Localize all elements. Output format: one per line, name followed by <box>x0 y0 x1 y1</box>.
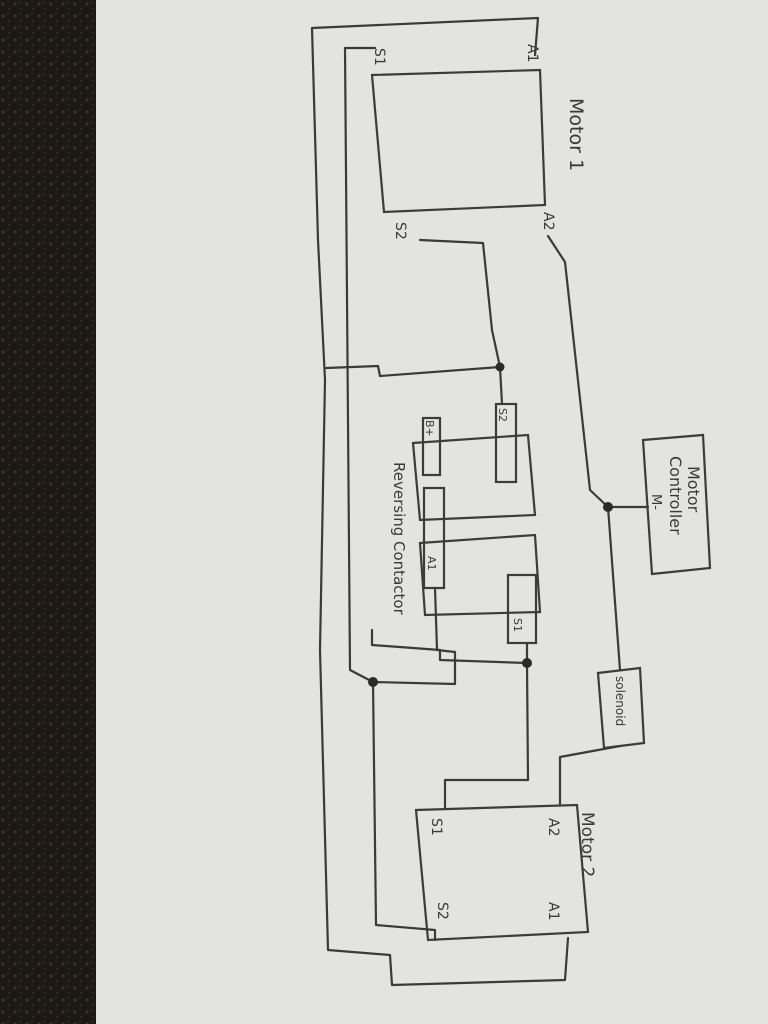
controller-m-minus-label: M- <box>648 494 663 510</box>
motor2-a2-label: A2 <box>545 818 561 836</box>
motor1-a1-label: A1 <box>524 44 540 62</box>
countertop-background <box>0 0 96 1024</box>
motor2-box <box>414 803 590 942</box>
motor2-a1-label: A1 <box>545 902 561 920</box>
contactor-box-upper <box>411 433 537 522</box>
wire-to-solenoid <box>606 505 622 672</box>
wire-motor1-s1 <box>343 46 377 684</box>
motor1-box <box>370 68 547 214</box>
motor1-a2-label: A2 <box>540 212 556 230</box>
contactor-a1-label: A1 <box>425 556 438 571</box>
wire-s2-junction-loop <box>324 364 502 378</box>
controller-title-line1: Motor <box>684 466 703 513</box>
motor2-s2-label: S2 <box>434 902 450 920</box>
contactor-bplus-label: B+ <box>423 420 436 437</box>
wire-motor1-a1-to-motor2-a1 <box>310 16 570 987</box>
solenoid-box <box>596 666 646 750</box>
contactor-title: Reversing Contactor <box>390 462 408 616</box>
motor1-title: Motor 1 <box>565 98 587 171</box>
wire-contactor-a1 <box>371 586 457 686</box>
controller-title-line2: Controller <box>666 456 685 535</box>
contactor-s2-terminal <box>494 402 518 484</box>
paper-sheet <box>96 0 768 1024</box>
wire-motor1-s2 <box>418 238 504 406</box>
contactor-s1-terminal <box>506 573 538 645</box>
motor2-s1-label: S1 <box>428 818 444 836</box>
motor2-title: Motor 2 <box>577 812 597 877</box>
wire-contactor-s1-to-motor2-s1 <box>443 641 530 810</box>
motor1-s2-label: S2 <box>392 222 408 240</box>
motor1-s1-label: S1 <box>371 48 387 66</box>
contactor-s1-label: S1 <box>511 618 524 632</box>
contactor-s2-label: S2 <box>496 408 509 422</box>
contactor-bplus-terminal <box>421 416 442 477</box>
solenoid-label: solenoid <box>613 676 627 726</box>
junction-dot <box>368 677 378 687</box>
motor-controller-box <box>641 433 712 576</box>
junction-dot <box>603 502 613 512</box>
wire-to-motor2-s2 <box>371 680 437 942</box>
contactor-box-lower <box>418 533 542 617</box>
wire-solenoid-to-motor2-a2 <box>558 744 622 807</box>
wire-motor1-a2-to-controller <box>546 234 650 509</box>
junction-dot <box>495 362 505 372</box>
junction-dot <box>522 658 532 668</box>
